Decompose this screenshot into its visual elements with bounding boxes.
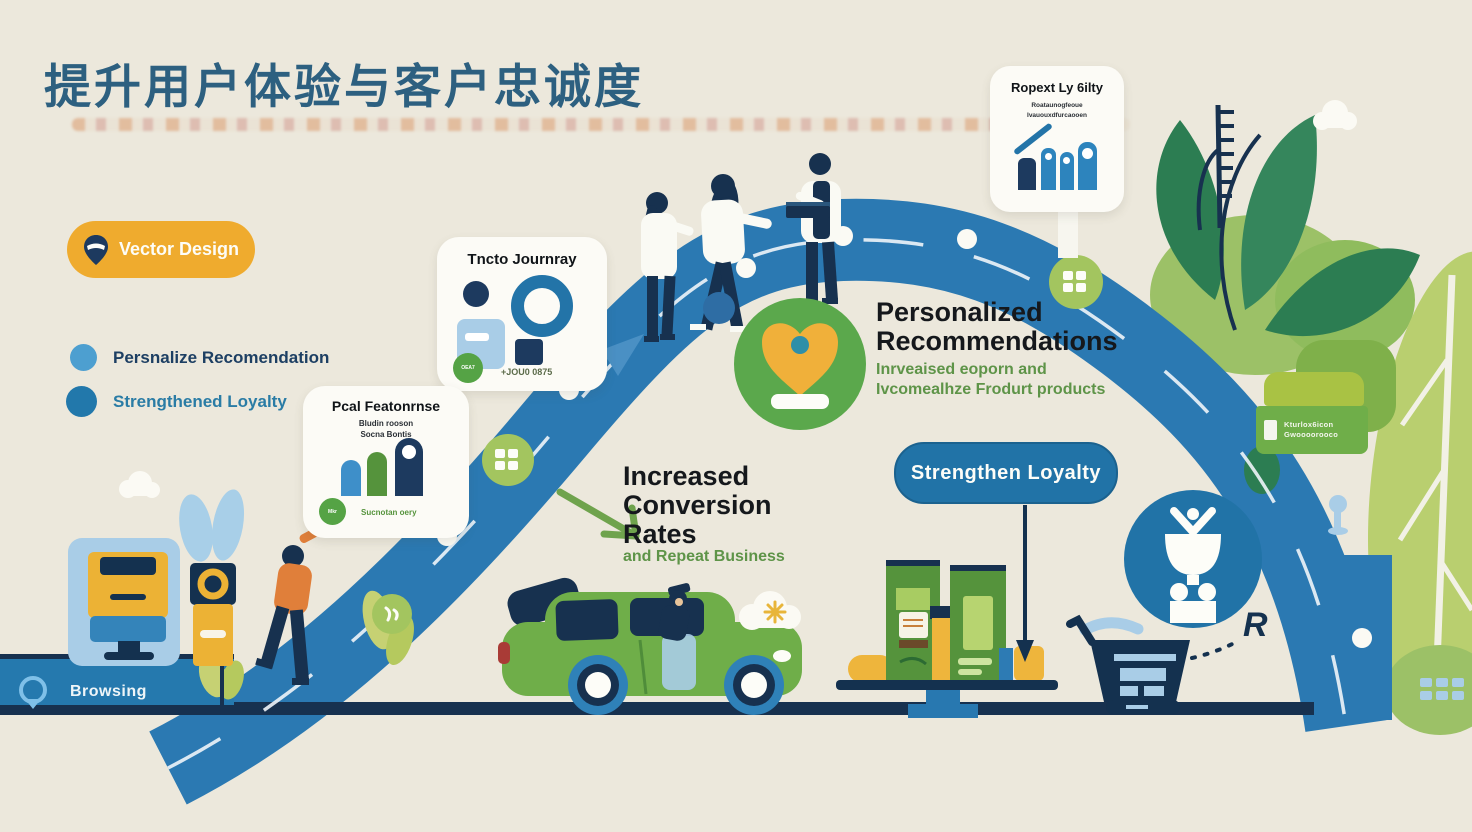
callout-sub: and Repeat Business [623,548,785,566]
green-down-arrow-icon [556,488,640,540]
legend-label: Strengthened Loyalty [113,391,287,411]
card-stat: +JOU0 0875 [501,367,553,377]
person-icon [463,281,489,307]
page-title: 提升用户体验与客户忠诚度 [44,60,644,113]
lamp-icon [1328,495,1348,535]
box-slot [465,333,489,341]
bar-blue [1041,148,1056,190]
callout-line: Conversion [623,490,772,521]
down-arrow-icon [1016,640,1034,662]
sign-line: Kturlox6icon [1284,419,1334,429]
card-note: Sucnotan oery [361,508,417,517]
callout-line: Increased [623,461,750,491]
callout-sub: Inrveaised eoporn and [876,361,1047,379]
sign-icon [1264,420,1277,440]
location-pin-icon [83,234,108,265]
card-button[interactable]: OEA7 [453,353,483,383]
card-user-journey: Tncto Journray OEA7 +JOU0 0875 [437,237,607,391]
magnifier-handle [515,339,543,365]
callout-personalized: Personalized Recommendations Inrveaised … [876,297,1118,400]
cart-illustration [1066,614,1242,714]
card-repeat-loyalty: Ropext Ly 6ilty Roataunogfeoue Ivauouxdf… [990,66,1124,212]
browsing-platform [0,654,244,709]
button-label: Strengthen Loyalty [910,461,1102,484]
magnifier-icon [511,275,573,337]
card-button[interactable]: Mkr [319,498,346,525]
loyalty-card-stem [1058,206,1078,258]
legend-dot-light-blue [70,344,97,371]
legend-dot-dark-blue [66,386,97,417]
bar-navy [395,438,423,496]
sign-line: Gwoooorooco [1284,430,1339,439]
trophy-emblem [1124,490,1262,628]
callout-line: Recommendations [876,326,1118,357]
browsing-label: Browsing [70,683,147,700]
badge-label: Vector Design [118,239,240,259]
kiosk-illustration [836,505,1058,718]
arc-node-icons [372,255,1103,634]
blurred-subtitle [72,118,1130,131]
car-illustration [498,577,802,715]
card-title: Tncto Journray [467,251,577,268]
bar-blue [341,460,361,496]
callout-conversion: Increased Conversion Rates and Repeat Bu… [623,461,785,567]
cloud-top-right-icon [1313,100,1357,130]
card-subtitle: Ivauouxdfurcaooen [1027,112,1087,119]
bar-green [367,452,387,496]
climbing-person [255,520,333,685]
callout-sub: Ivcomealhze Frodurt products [876,381,1106,399]
leaf-cluster [1156,104,1420,337]
right-column-sign: Kturlox6icon Gwoooorooco [1256,372,1368,454]
callout-line: Rates [623,519,697,550]
card-subtitle: Bludin rooson [358,419,414,428]
card-title: Pcal Featonrnse [331,398,441,414]
card-performance: Pcal Featonrnse Bludin rooson Socna Bont… [303,386,469,538]
sign-body: Kturlox6icon Gwoooorooco [1256,406,1368,454]
card-subtitle: Roataunogfeoue [1031,102,1083,109]
legend-item-personalize: Persnalize Recomendation [70,344,329,371]
bar-blue [1060,152,1074,190]
ground-strip [0,702,1340,715]
paper-plane-icon [596,334,644,376]
bar-hole [1045,153,1052,160]
card-subtitle: Socna Bontis [360,430,412,439]
bar-blue [1078,142,1097,190]
bar-hole [1082,148,1093,159]
sparkle-icon [763,600,787,624]
r-label: R [1243,606,1268,644]
strengthen-loyalty-button[interactable]: Strengthen Loyalty [894,442,1118,504]
card-title: Ropext Ly 6ilty [1011,80,1103,95]
bar-hole [402,445,416,459]
bar-hole [1063,157,1070,164]
legend-label: Persnalize Recomendation [113,347,330,367]
callout-line: Personalized [876,297,1043,327]
window-grid-icon [1420,678,1464,700]
heart-emblem [734,298,866,430]
bar-navy [1018,158,1036,190]
sign-top [1264,372,1364,406]
vector-design-badge[interactable]: Vector Design [67,221,255,278]
legend-item-loyalty: Strengthened Loyalty [66,386,287,417]
